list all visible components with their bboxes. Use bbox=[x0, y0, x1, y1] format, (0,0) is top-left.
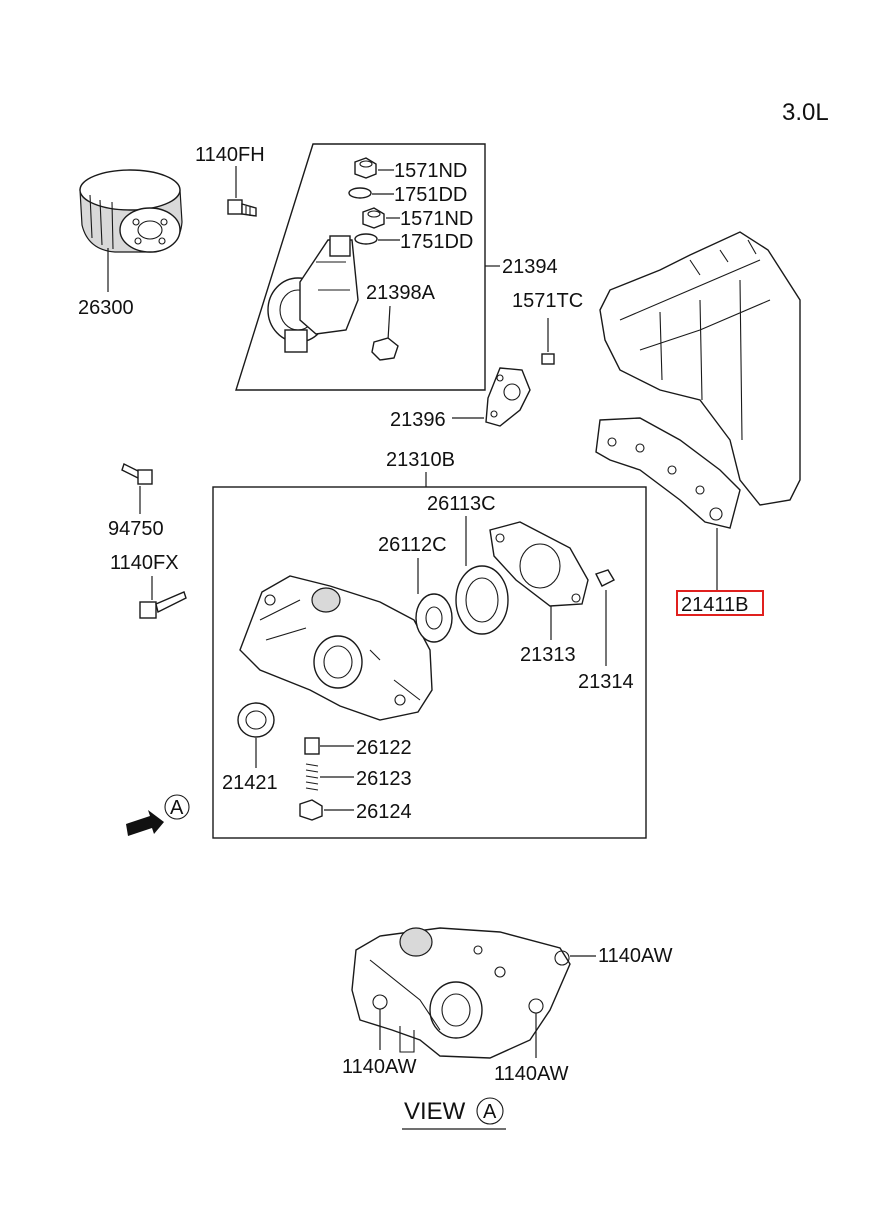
oil-seal-21421[interactable] bbox=[237, 702, 275, 738]
rotor-outer-26113C[interactable] bbox=[455, 565, 509, 635]
bracket-kit-box bbox=[235, 143, 486, 391]
leader-21398A bbox=[387, 305, 391, 341]
screw-21314[interactable] bbox=[595, 569, 615, 587]
bolt-94750[interactable] bbox=[121, 463, 153, 485]
label-21421[interactable]: 21421 bbox=[222, 772, 278, 794]
label-21314[interactable]: 21314 bbox=[578, 671, 634, 693]
plug-26124[interactable] bbox=[299, 799, 323, 821]
label-26122[interactable]: 26122 bbox=[356, 737, 412, 759]
oil-pump-kit-box bbox=[212, 486, 647, 839]
bolt-1140FX[interactable] bbox=[139, 591, 187, 619]
oil-filter-26300[interactable] bbox=[79, 169, 183, 253]
washer-1751DD-b[interactable] bbox=[354, 233, 378, 245]
rotor-inner-26112C[interactable] bbox=[415, 593, 453, 643]
view-title: VIEW bbox=[404, 1098, 466, 1125]
plug-1571TC[interactable] bbox=[541, 353, 555, 365]
label-26113C[interactable]: 26113C bbox=[427, 493, 496, 515]
gasket-21396[interactable] bbox=[485, 367, 531, 427]
pump-cover-21313[interactable] bbox=[489, 521, 589, 607]
label-1751DD-b[interactable]: 1751DD bbox=[400, 231, 473, 253]
label-1140AW-left[interactable]: 1140AW bbox=[342, 1056, 417, 1078]
nut-1571ND-a[interactable] bbox=[354, 157, 377, 179]
label-1571ND-b[interactable]: 1571ND bbox=[400, 208, 473, 230]
label-1140FX[interactable]: 1140FX bbox=[110, 552, 179, 574]
label-21411B[interactable]: 21411B bbox=[681, 594, 748, 616]
view-callout-letter: A bbox=[170, 797, 184, 819]
washer-1751DD-a[interactable] bbox=[348, 187, 372, 199]
label-94750[interactable]: 94750 bbox=[108, 518, 164, 540]
label-26124[interactable]: 26124 bbox=[356, 801, 412, 823]
plug-21398A[interactable] bbox=[371, 337, 399, 361]
label-1140AW-right[interactable]: 1140AW bbox=[598, 945, 673, 967]
label-21398A[interactable]: 21398A bbox=[366, 282, 436, 304]
engine-block bbox=[599, 231, 801, 506]
label-1140AW-bottom[interactable]: 1140AW bbox=[494, 1063, 569, 1085]
view-a-pump-detail[interactable] bbox=[351, 927, 571, 1059]
engine-label: 3.0L bbox=[782, 99, 829, 126]
label-1140FH[interactable]: 1140FH bbox=[195, 144, 265, 166]
bolt-1140FH[interactable] bbox=[227, 199, 257, 217]
label-1751DD-a[interactable]: 1751DD bbox=[394, 184, 467, 206]
label-26300[interactable]: 26300 bbox=[78, 297, 134, 319]
label-21394[interactable]: 21394 bbox=[502, 256, 558, 278]
label-1571ND-a[interactable]: 1571ND bbox=[394, 160, 467, 182]
label-26123[interactable]: 26123 bbox=[356, 768, 412, 790]
gasket-21411B[interactable] bbox=[595, 417, 741, 529]
highlight-21411B bbox=[676, 590, 764, 616]
label-21310B[interactable]: 21310B bbox=[386, 449, 455, 471]
view-arrow-icon bbox=[126, 810, 164, 836]
label-26112C[interactable]: 26112C bbox=[378, 534, 447, 556]
nut-1571ND-b[interactable] bbox=[362, 207, 385, 229]
oil-filter-bracket-21394[interactable] bbox=[267, 235, 359, 353]
label-1571TC[interactable]: 1571TC bbox=[512, 290, 583, 312]
view-callout-circle bbox=[164, 794, 190, 820]
plunger-26122[interactable] bbox=[304, 737, 320, 755]
label-21313[interactable]: 21313 bbox=[520, 644, 576, 666]
view-title-letter: A bbox=[483, 1101, 497, 1123]
oil-pump-housing[interactable] bbox=[239, 575, 433, 721]
label-21396[interactable]: 21396 bbox=[390, 409, 446, 431]
spring-26123[interactable] bbox=[305, 763, 319, 791]
view-title-circle bbox=[476, 1097, 504, 1125]
